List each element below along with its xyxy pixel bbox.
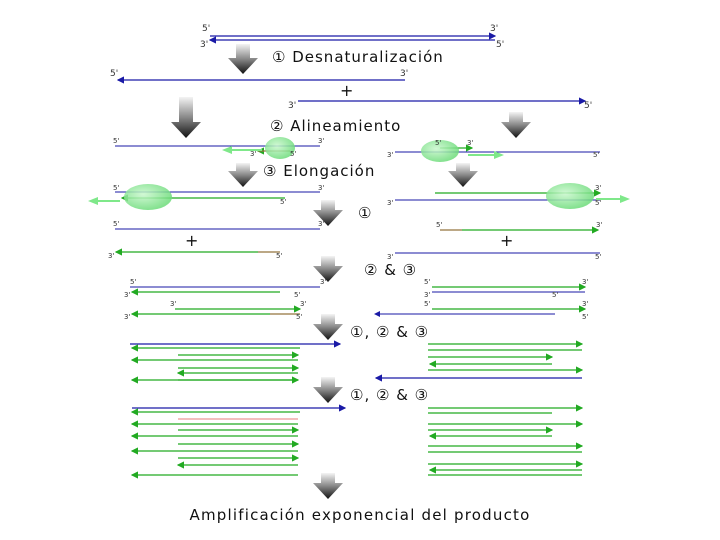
end-label: 3' — [170, 300, 176, 308]
step-arrow-2b — [501, 112, 531, 138]
end-label: 5' — [110, 69, 118, 79]
end-label: 3' — [490, 24, 498, 34]
plus-sign: + — [500, 231, 513, 250]
elongation-left: 5' 3' 5' — [88, 184, 324, 210]
annealing-right: 3' 5' 5' 3' — [387, 139, 600, 162]
end-label: 5' — [552, 291, 558, 299]
step-arrow-6 — [313, 314, 343, 340]
step-arrow-2a — [171, 97, 201, 138]
end-label: 5' — [296, 313, 302, 321]
end-label: 3' — [582, 278, 588, 286]
end-label: 5' — [294, 291, 300, 299]
end-label: 3' — [387, 199, 393, 207]
plus-sign: + — [185, 231, 198, 250]
end-label: 3' — [124, 313, 130, 321]
end-label: 5' — [280, 198, 286, 206]
cycle2-products: 5' 3' 3' 5' 3' 3' 3' 5' 5' 3' 3' 5' 5' 3… — [124, 278, 588, 321]
end-label: 5' — [582, 313, 588, 321]
polymerase-blob — [124, 184, 172, 210]
step-denaturation-label: ① Desnaturalización — [272, 48, 444, 66]
end-label: 3' — [467, 139, 473, 147]
step-cycle2-label: ① — [358, 204, 372, 222]
end-label: 3' — [582, 300, 588, 308]
end-label: 5' — [290, 150, 296, 158]
end-label: 5' — [584, 101, 592, 111]
cycle2-strands: + 5' 3' 3' 5' + 5' 3' 3' 5' — [108, 220, 602, 261]
end-label: 3' — [387, 151, 393, 159]
end-label: 3' — [288, 101, 296, 111]
primer-blob — [421, 140, 459, 162]
annealing-left: 5' 3' 3' 5' — [113, 137, 324, 159]
step-arrow-7 — [313, 377, 343, 403]
end-label: 5' — [113, 220, 119, 228]
end-label: 5' — [202, 24, 210, 34]
step-arrow-final — [313, 473, 343, 499]
end-label: 5' — [113, 137, 119, 145]
end-label: 5' — [113, 184, 119, 192]
end-label: 5' — [496, 40, 504, 50]
initial-duplex: 5' 3' 3' 5' — [200, 24, 504, 50]
end-label: 5' — [424, 300, 430, 308]
end-label: 3' — [200, 40, 208, 50]
end-label: 5' — [436, 221, 442, 229]
end-label: 3' — [320, 278, 326, 286]
end-label: 3' — [596, 221, 602, 229]
step-cycle2-elongation-label: ② & ③ — [364, 261, 417, 279]
step-elongation-label: ③ Elongación — [263, 162, 375, 180]
end-label: 3' — [387, 253, 393, 261]
step-arrow-3b — [448, 163, 478, 187]
step-arrow-3a — [228, 163, 258, 187]
end-label: 5' — [595, 199, 601, 207]
final-result-label: Amplificación exponencial del producto — [190, 506, 531, 524]
end-label: 5' — [130, 278, 136, 286]
cycle4-products — [130, 404, 584, 479]
end-label: 3' — [318, 220, 324, 228]
end-label: 3' — [300, 300, 306, 308]
end-label: 3' — [124, 291, 130, 299]
denatured-strands: 5' 3' + 3' 5' — [110, 69, 592, 111]
step-cycle3-label: ①, ② & ③ — [350, 323, 429, 341]
step-annealing-label: ② Alineamiento — [270, 117, 401, 135]
end-label: 5' — [276, 252, 282, 260]
elongation-right: 3' 5' 3' — [387, 183, 630, 209]
polymerase-blob — [546, 183, 594, 209]
end-label: 3' — [250, 150, 256, 158]
end-label: 5' — [595, 253, 601, 261]
step-arrow-4 — [313, 200, 343, 226]
step-arrow-5 — [313, 256, 343, 282]
plus-sign: + — [340, 81, 353, 100]
end-label: 3' — [424, 291, 430, 299]
cycle3-products — [130, 340, 584, 384]
end-label: 3' — [400, 69, 408, 79]
step-arrow-1 — [228, 44, 258, 74]
end-label: 3' — [318, 184, 324, 192]
end-label: 3' — [595, 184, 601, 192]
step-cycle4-label: ①, ② & ③ — [350, 386, 429, 404]
end-label: 3' — [108, 252, 114, 260]
primer-blob — [265, 137, 295, 159]
end-label: 5' — [593, 151, 599, 159]
end-label: 3' — [318, 137, 324, 145]
end-label: 5' — [424, 278, 430, 286]
end-label: 5' — [435, 139, 441, 147]
